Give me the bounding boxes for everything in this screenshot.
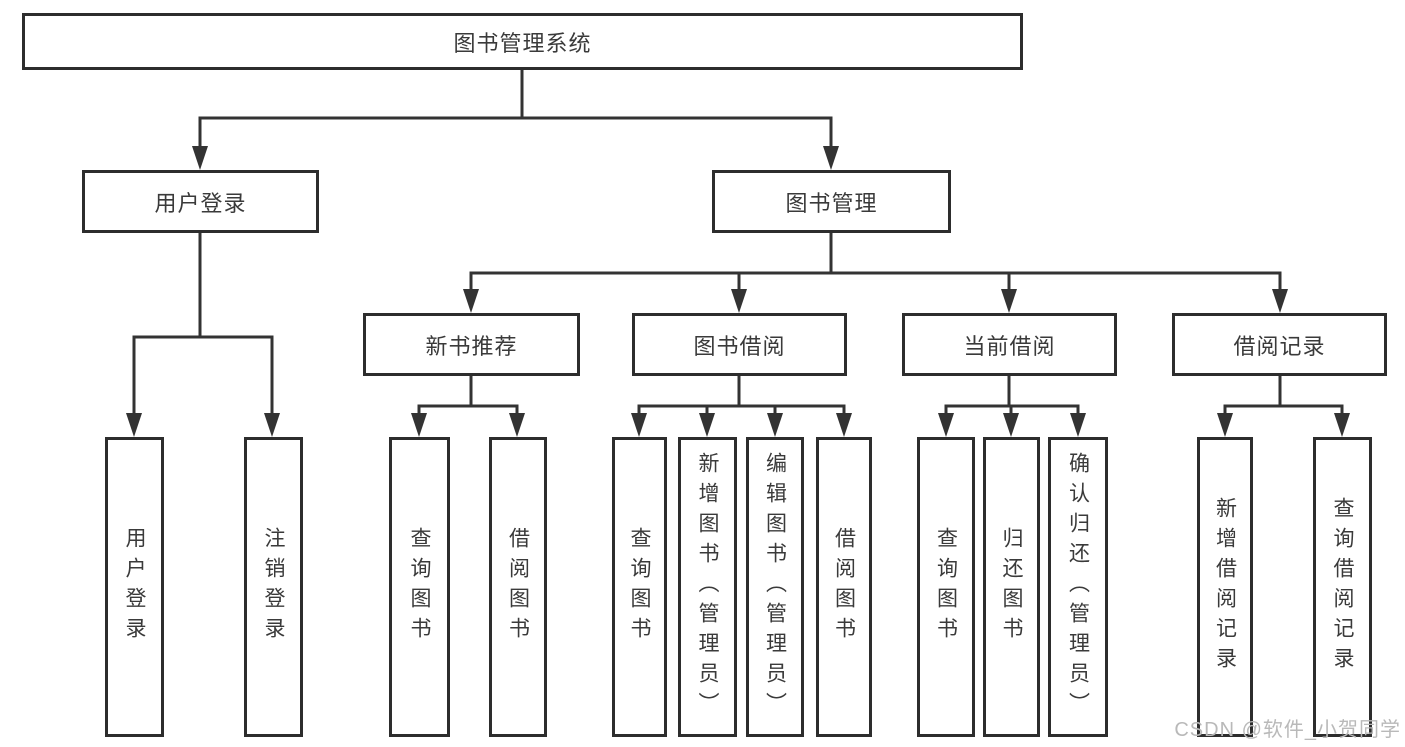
leaf-query-books-current: 查询图书 (917, 437, 975, 737)
node-book-management-label: 图书管理 (785, 190, 878, 216)
node-borrowing-records-label: 借阅记录 (1233, 333, 1326, 359)
node-book-management: 图书管理 (712, 170, 951, 233)
leaf-add-book-admin-label: 新增图书（管理员） (696, 452, 719, 722)
node-book-borrowing: 图书借阅 (632, 313, 847, 376)
node-new-book-recommend: 新书推荐 (363, 313, 580, 376)
leaf-query-books-current-label: 查询图书 (934, 527, 958, 647)
node-user-login: 用户登录 (82, 170, 319, 233)
leaf-edit-book-admin: 编辑图书（管理员） (746, 437, 804, 737)
leaf-query-books-borrowing-label: 查询图书 (628, 527, 651, 647)
leaf-logout: 注销登录 (244, 437, 303, 737)
leaf-user-login: 用户登录 (105, 437, 164, 737)
leaf-query-borrow-record: 查询借阅记录 (1313, 437, 1372, 737)
node-borrowing-records: 借阅记录 (1172, 313, 1387, 376)
node-new-book-recommend-label: 新书推荐 (425, 333, 518, 359)
leaf-borrow-books-borrowing: 借阅图书 (816, 437, 872, 737)
leaf-query-books-recommend: 查询图书 (389, 437, 450, 737)
node-root-label: 图书管理系统 (453, 30, 592, 56)
leaf-add-borrow-record-label: 新增借阅记录 (1213, 497, 1237, 677)
leaf-return-books-label: 归还图书 (1000, 527, 1023, 647)
node-current-borrowing: 当前借阅 (902, 313, 1117, 376)
leaf-query-books-recommend-label: 查询图书 (408, 527, 431, 647)
leaf-borrow-books-recommend: 借阅图书 (489, 437, 547, 737)
node-root: 图书管理系统 (22, 13, 1023, 70)
leaf-query-books-borrowing: 查询图书 (612, 437, 667, 737)
leaf-return-books: 归还图书 (983, 437, 1040, 737)
csdn-watermark: CSDN @软件_小贺同学 (1174, 719, 1401, 741)
node-current-borrowing-label: 当前借阅 (963, 333, 1056, 359)
leaf-edit-book-admin-label: 编辑图书（管理员） (763, 452, 787, 722)
leaf-borrow-books-borrowing-label: 借阅图书 (832, 527, 856, 647)
node-book-borrowing-label: 图书借阅 (693, 333, 786, 359)
node-user-login-label: 用户登录 (154, 190, 247, 216)
leaf-add-book-admin: 新增图书（管理员） (678, 437, 737, 737)
leaf-query-borrow-record-label: 查询借阅记录 (1331, 497, 1354, 677)
leaf-borrow-books-recommend-label: 借阅图书 (506, 527, 530, 647)
leaf-logout-label: 注销登录 (262, 527, 285, 647)
leaf-confirm-return-admin-label: 确认归还（管理员） (1066, 452, 1090, 722)
leaf-user-login-label: 用户登录 (123, 527, 146, 647)
leaf-add-borrow-record: 新增借阅记录 (1197, 437, 1253, 737)
leaf-confirm-return-admin: 确认归还（管理员） (1048, 437, 1108, 737)
